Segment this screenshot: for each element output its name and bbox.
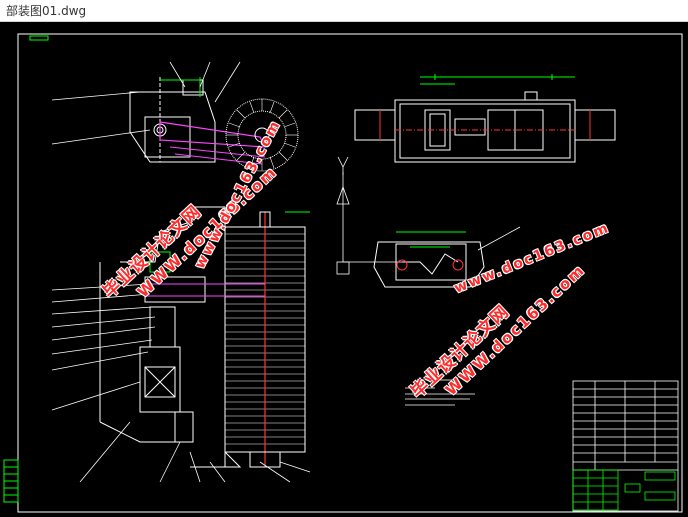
leaders-top-left [51,61,241,145]
window-title: 部装图01.dwg [6,4,87,18]
technical-notes [405,379,475,406]
cad-drawing [3,33,683,513]
title-block [572,380,679,512]
frame-tag [29,35,49,41]
gear-block [144,276,206,303]
drawing-canvas[interactable]: 毕业设计论文网 WWW.doc163.com www.doc163.com 毕业… [0,22,688,517]
title-bar: 部装图01.dwg [0,0,688,22]
shaft-right [574,109,616,141]
arm-housing [129,91,216,163]
motor-block [139,346,181,413]
leaders-bottom-left [51,283,311,483]
title-block-green [572,469,676,511]
brush-bristles [226,99,298,171]
arm-link [159,121,267,148]
drawing-frame [17,33,683,513]
shaft-left [354,109,396,141]
rail-section [373,241,485,288]
